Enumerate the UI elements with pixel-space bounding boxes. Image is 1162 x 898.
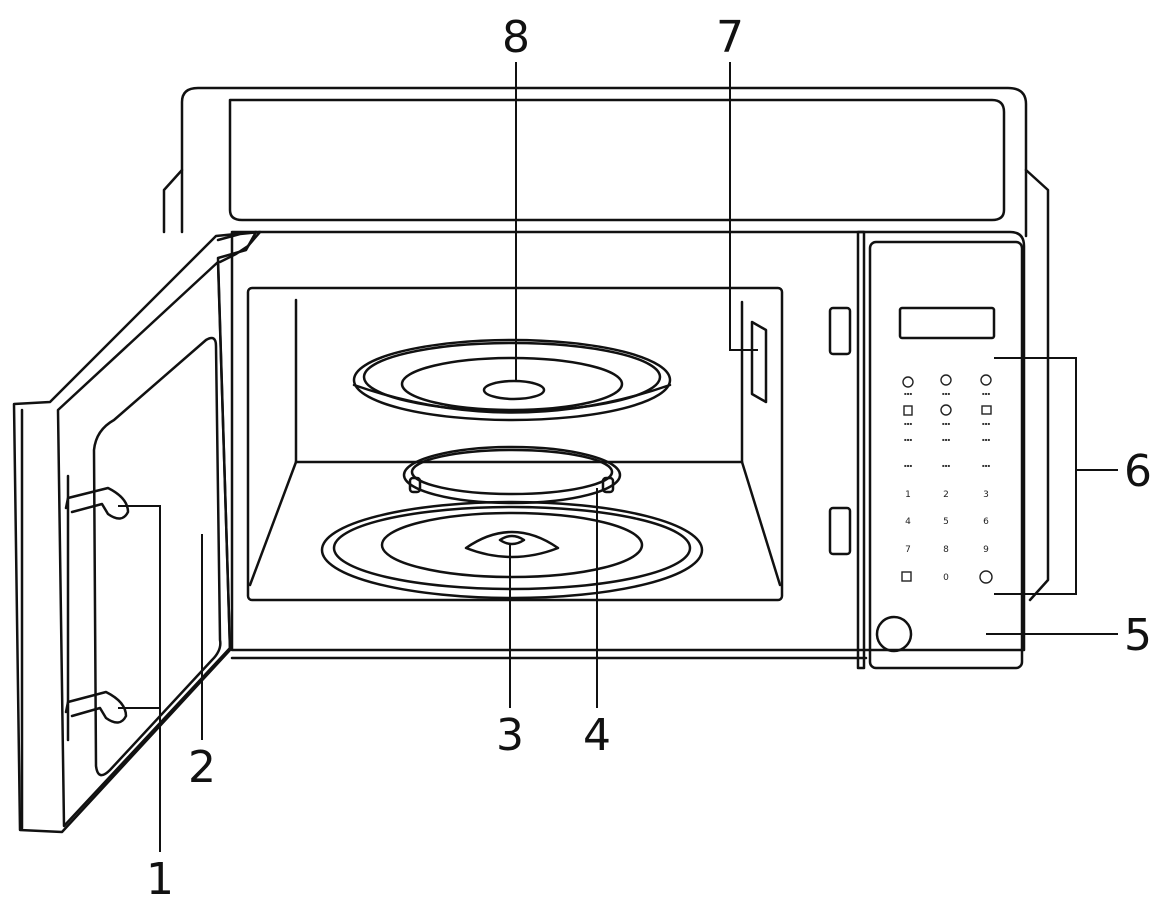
door-latch-hook-top (64, 486, 130, 520)
turntable-base-inner (380, 511, 644, 579)
keypad-row-label: ▪▪▪ (904, 437, 912, 442)
beverage-key-icon (903, 405, 913, 416)
leader-line-7 (729, 62, 758, 351)
leader-line-6 (994, 357, 1118, 595)
keypad-row-label: ▪▪▪ (982, 421, 990, 426)
display-window (898, 306, 996, 340)
door-release-button (875, 615, 913, 653)
keypad-digit-2: 2 (943, 490, 949, 500)
keypad-row-label: ▪▪▪ (904, 463, 912, 468)
latch-slot-top (828, 306, 852, 356)
keypad-digit-0: 0 (943, 573, 949, 583)
callout-6: 6 (1124, 446, 1152, 497)
cabinet-top (180, 86, 1028, 238)
leader-line-1 (118, 505, 161, 852)
roller-wheel-left (408, 476, 422, 494)
keypad-row-label: ▪▪▪ (942, 391, 950, 396)
stop-cancel-key-icon (901, 571, 912, 582)
keypad-digit-6: 6 (983, 517, 989, 527)
control-panel (856, 230, 866, 670)
door-latch-hook-bottom (64, 690, 128, 724)
glass-tray-center (482, 379, 546, 401)
keypad-digit-7: 7 (905, 545, 911, 555)
door-outer (12, 230, 258, 834)
keypad-row-label: ▪▪▪ (942, 437, 950, 442)
keypad-digit-3: 3 (983, 490, 989, 500)
callout-4: 4 (583, 710, 611, 761)
keypad-row-label: ▪▪▪ (904, 391, 912, 396)
turntable-base-mid (332, 505, 692, 591)
latch-slot-bottom (828, 506, 852, 556)
glass-tray-outer (352, 338, 672, 422)
reheat-key-icon (981, 405, 992, 415)
keypad-digit-5: 5 (943, 517, 949, 527)
potato-key-icon (940, 374, 952, 386)
keypad-row-label: ▪▪▪ (942, 421, 950, 426)
pizza-key-icon (980, 374, 992, 386)
cabinet-side-right (1024, 168, 1050, 602)
keypad-row-label: ▪▪▪ (942, 463, 950, 468)
roller-ring-inner (410, 448, 614, 496)
cavity-floor-left (248, 460, 298, 587)
keypad-row-label: ▪▪▪ (982, 463, 990, 468)
cabinet-side-left (162, 168, 184, 234)
popcorn-key-icon (902, 376, 914, 388)
door-inner-frame (56, 260, 232, 828)
callout-8: 8 (502, 12, 530, 63)
turntable-base-outer (320, 500, 704, 600)
keypad-digit-9: 9 (983, 545, 989, 555)
turntable-coupler (498, 534, 526, 546)
keypad-digit-1: 1 (905, 490, 911, 500)
keypad-row-label: ▪▪▪ (982, 437, 990, 442)
callout-3: 3 (496, 710, 524, 761)
door-window (92, 336, 222, 777)
keypad-row-label: ▪▪▪ (904, 421, 912, 426)
roller-wheel-right (601, 476, 615, 494)
glass-tray-inner (400, 356, 624, 412)
door-hinge-top (216, 230, 262, 264)
keypad-digit-4: 4 (905, 517, 911, 527)
keypad-digit-8: 8 (943, 545, 949, 555)
control-panel-face (868, 240, 1024, 670)
callout-5: 5 (1124, 610, 1152, 661)
callout-2: 2 (188, 742, 216, 793)
cavity-floor-right (740, 460, 782, 587)
start-key-icon (979, 570, 993, 584)
keypad-row-label: ▪▪▪ (982, 391, 990, 396)
front-frame (230, 230, 1026, 652)
waveguide-cover (750, 320, 768, 404)
turntable-dome (464, 530, 560, 559)
glass-tray-rim (352, 383, 672, 414)
callout-7: 7 (716, 12, 744, 63)
callout-1: 1 (146, 854, 174, 898)
cabinet-top-panel (228, 98, 1006, 222)
frozen-key-icon (940, 404, 952, 416)
